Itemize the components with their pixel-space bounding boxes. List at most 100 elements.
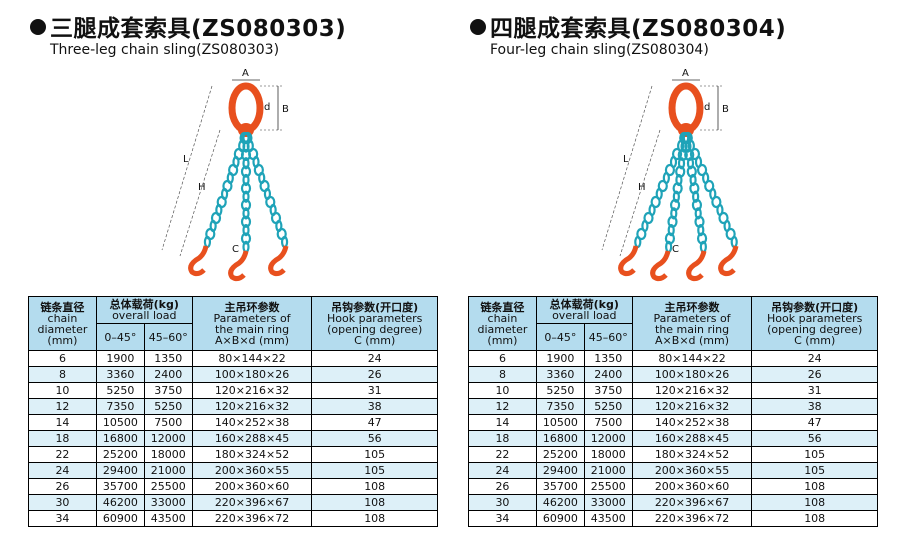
table-cell: 5250 <box>535 382 585 399</box>
master-ring <box>668 82 704 134</box>
table-cell: 18 <box>468 430 537 447</box>
bullet-icon <box>30 19 46 35</box>
table-cell: 22 <box>468 446 537 463</box>
label-c: C <box>232 244 239 255</box>
table-cell: 12000 <box>143 430 193 447</box>
table-cell: 38 <box>751 398 878 415</box>
table-cell: 46200 <box>95 494 145 511</box>
label-d: d <box>704 102 710 113</box>
table-cell: 108 <box>751 510 878 527</box>
hook <box>618 245 639 277</box>
table-cell: 26 <box>468 478 537 495</box>
table-cell: 120×216×32 <box>631 398 753 415</box>
chain-leg <box>650 132 691 282</box>
table-cell: 21000 <box>583 462 633 479</box>
table-cell: 3360 <box>535 366 585 383</box>
label-h: H <box>638 182 646 193</box>
table-cell: 105 <box>751 446 878 463</box>
sub-ring <box>678 123 694 137</box>
table-cell: 10 <box>28 382 97 399</box>
table-cell: 22 <box>28 446 97 463</box>
table-cell: 12 <box>28 398 97 415</box>
table-cell: 14 <box>468 414 537 431</box>
table-cell: 12 <box>468 398 537 415</box>
label-a: A <box>242 68 249 79</box>
chain-leg <box>242 131 289 277</box>
table-cell: 16800 <box>535 430 585 447</box>
table-cell: 105 <box>311 462 438 479</box>
header-load-45-60: 45–60° <box>143 323 193 351</box>
bullet-icon <box>470 19 486 35</box>
table-cell: 160×288×45 <box>631 430 753 447</box>
header-load: 总体载荷(kg)overall load <box>535 296 633 324</box>
table-cell: 35700 <box>95 478 145 495</box>
table-cell: 200×360×60 <box>191 478 313 495</box>
table-cell: 24 <box>28 462 97 479</box>
table-cell: 220×396×72 <box>631 510 753 527</box>
table-cell: 29400 <box>535 462 585 479</box>
hook <box>650 250 671 282</box>
table-cell: 34 <box>28 510 97 527</box>
hook <box>268 245 289 277</box>
table-cell: 43500 <box>583 510 633 527</box>
label-a: A <box>682 68 689 79</box>
table-cell: 200×360×60 <box>631 478 753 495</box>
table-cell: 7500 <box>583 414 633 431</box>
table-cell: 31 <box>311 382 438 399</box>
table-cell: 38 <box>311 398 438 415</box>
table-cell: 120×216×32 <box>191 382 313 399</box>
table-cell: 5250 <box>95 382 145 399</box>
table-cell: 160×288×45 <box>191 430 313 447</box>
table-cell: 10500 <box>535 414 585 431</box>
label-l: L <box>183 154 189 165</box>
panel-title: 四腿成套索具(ZS080304) <box>470 9 786 43</box>
table-cell: 31 <box>751 382 878 399</box>
table-cell: 7350 <box>535 398 585 415</box>
table-cell: 43500 <box>143 510 193 527</box>
table-cell: 5250 <box>583 398 633 415</box>
panel-title-text: 三腿成套索具(ZS080303) <box>50 16 347 42</box>
header-hook: 吊钩参数(开口度)Hook parameters(opening degree)… <box>751 296 878 351</box>
table-cell: 26 <box>311 366 438 383</box>
table-cell: 108 <box>311 494 438 511</box>
hook <box>188 245 209 277</box>
table-cell: 25500 <box>583 478 633 495</box>
table-cell: 220×396×67 <box>631 494 753 511</box>
table-cell: 108 <box>751 494 878 511</box>
table-cell: 46200 <box>535 494 585 511</box>
table-cell: 33000 <box>143 494 193 511</box>
table-cell: 3360 <box>95 366 145 383</box>
table-cell: 80×144×22 <box>631 350 753 367</box>
table-cell: 60900 <box>95 510 145 527</box>
header-load-45-60: 45–60° <box>583 323 633 351</box>
table-cell: 56 <box>311 430 438 447</box>
table-cell: 26 <box>28 478 97 495</box>
table-cell: 16800 <box>95 430 145 447</box>
table-cell: 33000 <box>583 494 633 511</box>
table-cell: 25200 <box>535 446 585 463</box>
hook <box>718 245 739 277</box>
table-cell: 2400 <box>143 366 193 383</box>
chain-leg <box>188 131 250 277</box>
master-ring <box>228 82 264 134</box>
table-cell: 47 <box>751 414 878 431</box>
table-cell: 25500 <box>143 478 193 495</box>
table-cell: 200×360×55 <box>191 462 313 479</box>
table-cell: 30 <box>28 494 97 511</box>
table-cell: 80×144×22 <box>191 350 313 367</box>
